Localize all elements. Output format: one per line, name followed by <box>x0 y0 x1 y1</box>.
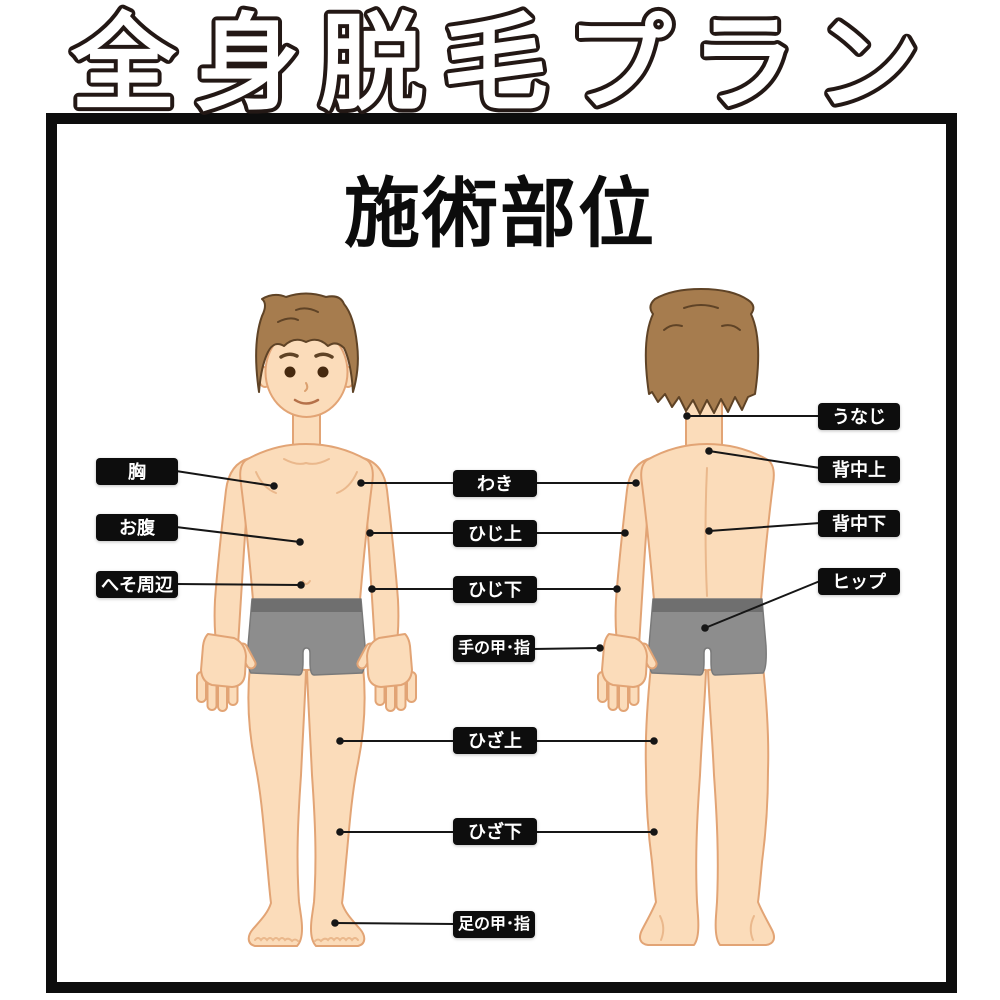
page-title-graphic: 全身脱毛プラン <box>66 2 939 127</box>
label-chest: 胸 <box>96 458 178 485</box>
front-figure <box>196 292 417 947</box>
page-title: 全身脱毛プラン <box>70 6 939 123</box>
label-hip: ヒップ <box>818 568 900 595</box>
label-armpit: わき <box>453 470 537 497</box>
label-upper-back: 背中上 <box>818 456 900 483</box>
label-belly: お腹 <box>96 514 178 541</box>
content-frame <box>46 113 957 993</box>
label-above-elbow: ひじ上 <box>453 520 537 547</box>
label-below-knee: ひざ下 <box>453 818 537 845</box>
label-lower-back: 背中下 <box>818 510 900 537</box>
leader-line-belly <box>175 526 301 543</box>
leader-line-lower-back <box>708 522 821 532</box>
label-below-elbow: ひじ下 <box>453 576 537 603</box>
label-above-knee: ひざ上 <box>453 727 537 754</box>
leader-line-upper-back <box>708 450 821 469</box>
leader-line-hip <box>704 580 821 629</box>
leader-line-navel <box>175 583 302 586</box>
leader-line-chest <box>175 470 275 487</box>
leader-line-hand <box>532 647 601 650</box>
back-figure <box>597 288 775 946</box>
leader-line-foot <box>334 922 456 925</box>
leader-lines <box>175 412 821 927</box>
section-heading: 施術部位 <box>344 172 656 257</box>
label-navel-area: へそ周辺 <box>96 571 178 598</box>
label-nape: うなじ <box>818 403 900 430</box>
label-hand-back-fingers: 手の甲･指 <box>453 635 535 662</box>
label-foot-back-toes: 足の甲･指 <box>453 911 535 938</box>
